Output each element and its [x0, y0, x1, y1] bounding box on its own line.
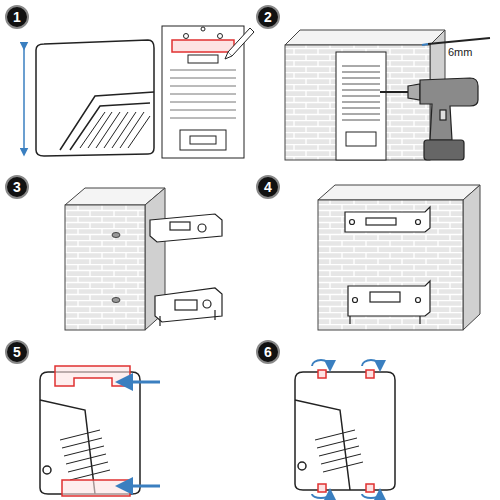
console-vertical: [40, 372, 140, 494]
brick-wall: [65, 188, 165, 330]
step-number: 5: [5, 340, 29, 364]
dimension-label: 6mm: [448, 46, 472, 58]
paper-template: [162, 26, 244, 158]
callout-number: 4: [264, 180, 272, 194]
callout-number: 5: [13, 345, 21, 359]
push-arrow: [124, 382, 160, 486]
power-drill: [380, 78, 478, 160]
bracket-highlight: [55, 366, 130, 496]
drill-bit: [422, 38, 490, 45]
console-vertical: [295, 372, 395, 490]
height-dimension: [23, 46, 25, 152]
wall-template: [336, 52, 386, 160]
brick-wall: [318, 185, 480, 330]
console-front: [36, 40, 154, 156]
mounted-bracket: [345, 207, 430, 324]
step-number: 1: [5, 5, 29, 29]
callout-number: 6: [264, 345, 272, 359]
step-number: 2: [256, 5, 280, 29]
rotate-arrow: [312, 360, 380, 498]
step-number: 3: [5, 175, 29, 199]
lock-clip: [318, 370, 374, 492]
callout-number: 3: [13, 180, 21, 194]
callout-number: 2: [264, 10, 272, 24]
step-number: 6: [256, 340, 280, 364]
step-number: 4: [256, 175, 280, 199]
callout-number: 1: [13, 10, 21, 24]
pencil: [225, 28, 254, 59]
wall-bracket: [150, 214, 222, 326]
